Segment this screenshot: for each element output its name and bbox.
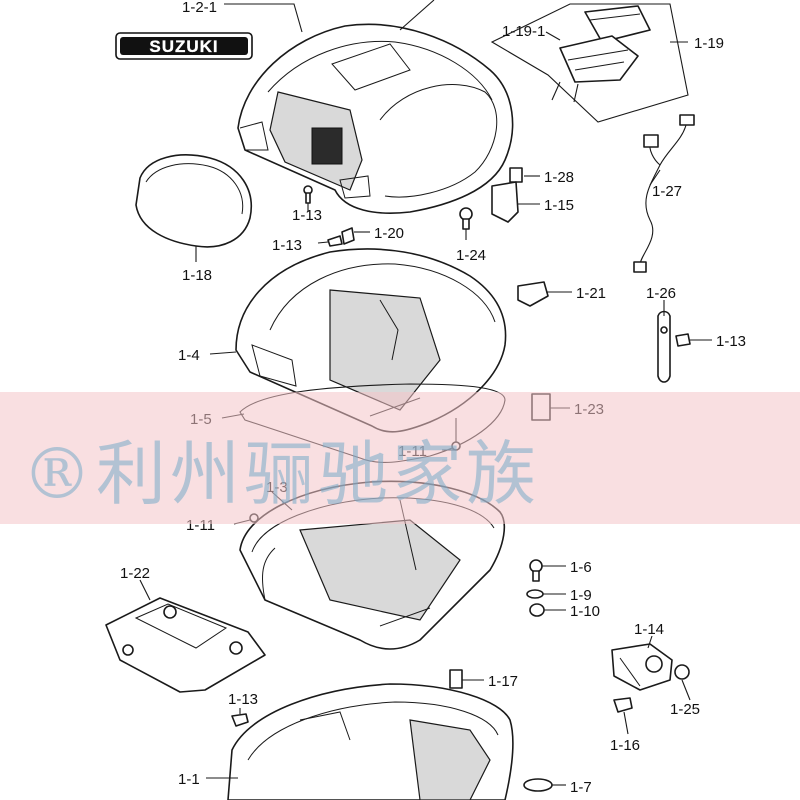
lock-assembly <box>611 643 673 691</box>
label-1-15: 1-15 <box>544 197 574 214</box>
screw-1-13b <box>327 235 343 247</box>
label-1-2-1: 1-2-1 <box>182 0 217 16</box>
screw-1-13a-shaft <box>305 192 311 204</box>
registered-mark-icon: ® <box>22 433 96 515</box>
backrest-cushion <box>135 154 252 248</box>
label-1-19-1: 1-19-1 <box>502 23 545 40</box>
screw-1-24-shaft <box>462 218 470 230</box>
plate-hole-2 <box>229 641 243 655</box>
suzuki-badge: SUZUKI <box>115 32 253 60</box>
brand-badge-text: SUZUKI <box>149 37 218 56</box>
washer-1-9 <box>526 589 544 599</box>
label-1-13-c: 1-13 <box>716 333 746 350</box>
label-1-27: 1-27 <box>652 183 682 200</box>
wire-harness <box>633 114 695 273</box>
label-1-25: 1-25 <box>670 701 700 718</box>
bracket-1-15 <box>491 181 519 223</box>
inner-cover <box>235 248 507 433</box>
clip-1-17 <box>449 669 463 689</box>
watermark: ®利州骊驰家族 <box>22 418 540 519</box>
label-1-26: 1-26 <box>646 285 676 302</box>
screw-1-13c <box>675 333 691 347</box>
label-1-22: 1-22 <box>120 565 150 582</box>
cap-1-7 <box>523 778 553 792</box>
label-1-19: 1-19 <box>694 35 724 52</box>
strap-hole <box>660 326 668 334</box>
label-1-21: 1-21 <box>576 285 606 302</box>
base-plate <box>105 597 266 693</box>
plate-hole-1 <box>163 605 177 619</box>
label-1-1: 1-1 <box>178 771 200 788</box>
label-1-4: 1-4 <box>178 347 200 364</box>
nut-1-10 <box>529 603 545 617</box>
watermark-text: 利州骊驰家族 <box>96 433 540 515</box>
label-1-13-d: 1-13 <box>228 691 258 708</box>
latch-1-21 <box>517 281 549 307</box>
label-1-28: 1-28 <box>544 169 574 186</box>
top-lid <box>237 23 514 214</box>
washer-1-20 <box>341 227 355 245</box>
label-1-14: 1-14 <box>634 621 664 638</box>
label-1-13-a: 1-13 <box>292 207 322 224</box>
watermark-band <box>0 392 800 524</box>
bolt-1-6-shaft <box>532 570 540 582</box>
label-1-7: 1-7 <box>570 779 592 796</box>
label-1-10: 1-10 <box>570 603 600 620</box>
tail-light-unit <box>490 3 689 123</box>
label-1-18: 1-18 <box>182 267 212 284</box>
label-1-20: 1-20 <box>374 225 404 242</box>
plate-hole-3 <box>122 644 134 656</box>
label-1-24: 1-24 <box>456 247 486 264</box>
label-1-6: 1-6 <box>570 559 592 576</box>
label-1-9: 1-9 <box>570 587 592 604</box>
screw-1-13d <box>231 713 249 727</box>
label-1-16: 1-16 <box>610 737 640 754</box>
base-case <box>227 683 514 800</box>
screw-1-16 <box>613 697 633 713</box>
clip-1-28 <box>509 167 523 183</box>
washer-1-25 <box>674 664 690 680</box>
strap-1-26 <box>657 310 671 383</box>
label-1-13-b: 1-13 <box>272 237 302 254</box>
label-1-17: 1-17 <box>488 673 518 690</box>
